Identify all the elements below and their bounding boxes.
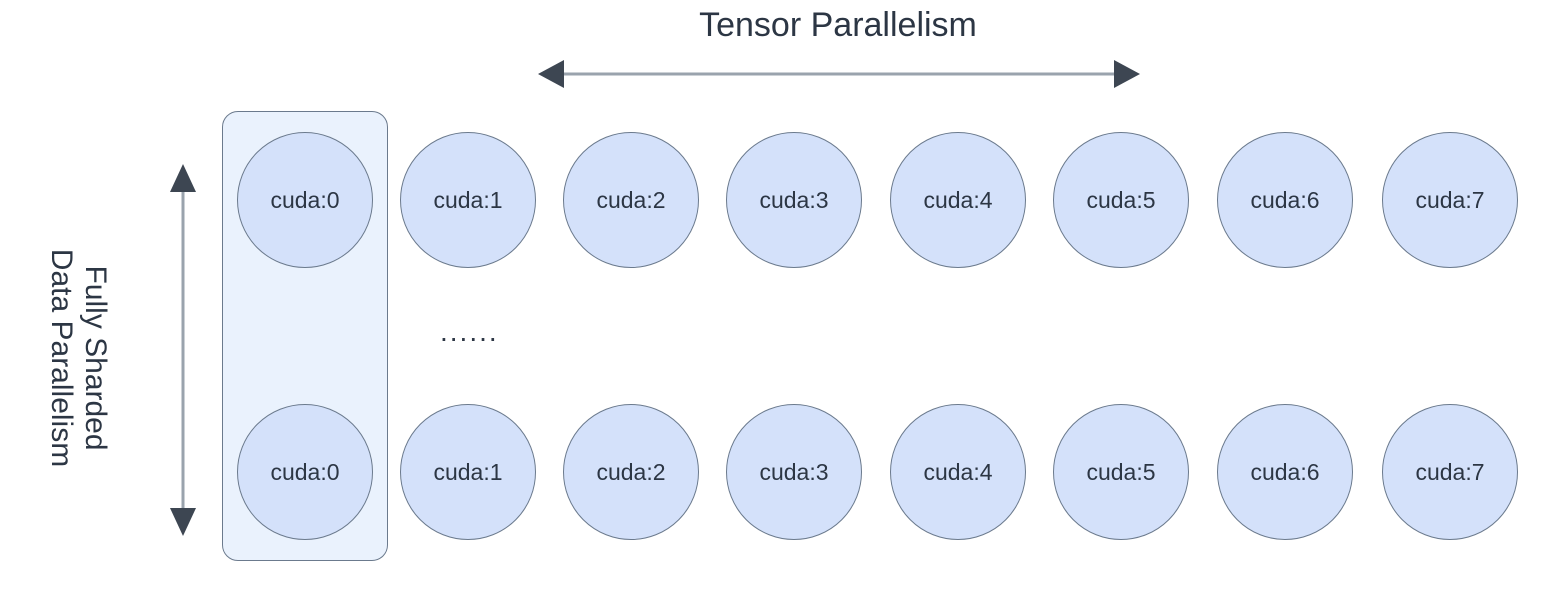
fsdp-axis-label: Fully Sharded Data Parallelism	[45, 212, 112, 504]
gpu-node[interactable]: cuda:2	[563, 132, 699, 268]
gpu-node[interactable]: cuda:4	[890, 404, 1026, 540]
gpu-node[interactable]: cuda:4	[890, 132, 1026, 268]
page-title: Tensor Parallelism	[699, 6, 977, 44]
gpu-node[interactable]: cuda:6	[1217, 132, 1353, 268]
gpu-node[interactable]: cuda:7	[1382, 404, 1518, 540]
gpu-node[interactable]: cuda:6	[1217, 404, 1353, 540]
fsdp-axis-label-line1: Fully Sharded	[79, 265, 112, 451]
fsdp-axis-label-line2: Data Parallelism	[45, 248, 78, 468]
gpu-node[interactable]: cuda:7	[1382, 132, 1518, 268]
tensor-parallelism-arrow	[536, 52, 1142, 96]
ellipsis-label: ......	[440, 316, 499, 347]
gpu-node[interactable]: cuda:5	[1053, 404, 1189, 540]
gpu-node[interactable]: cuda:0	[237, 404, 373, 540]
fsdp-arrow	[161, 162, 205, 538]
gpu-node[interactable]: cuda:0	[237, 132, 373, 268]
gpu-node[interactable]: cuda:3	[726, 132, 862, 268]
gpu-node[interactable]: cuda:3	[726, 404, 862, 540]
gpu-node[interactable]: cuda:2	[563, 404, 699, 540]
gpu-node[interactable]: cuda:1	[400, 132, 536, 268]
gpu-node[interactable]: cuda:5	[1053, 132, 1189, 268]
gpu-node[interactable]: cuda:1	[400, 404, 536, 540]
